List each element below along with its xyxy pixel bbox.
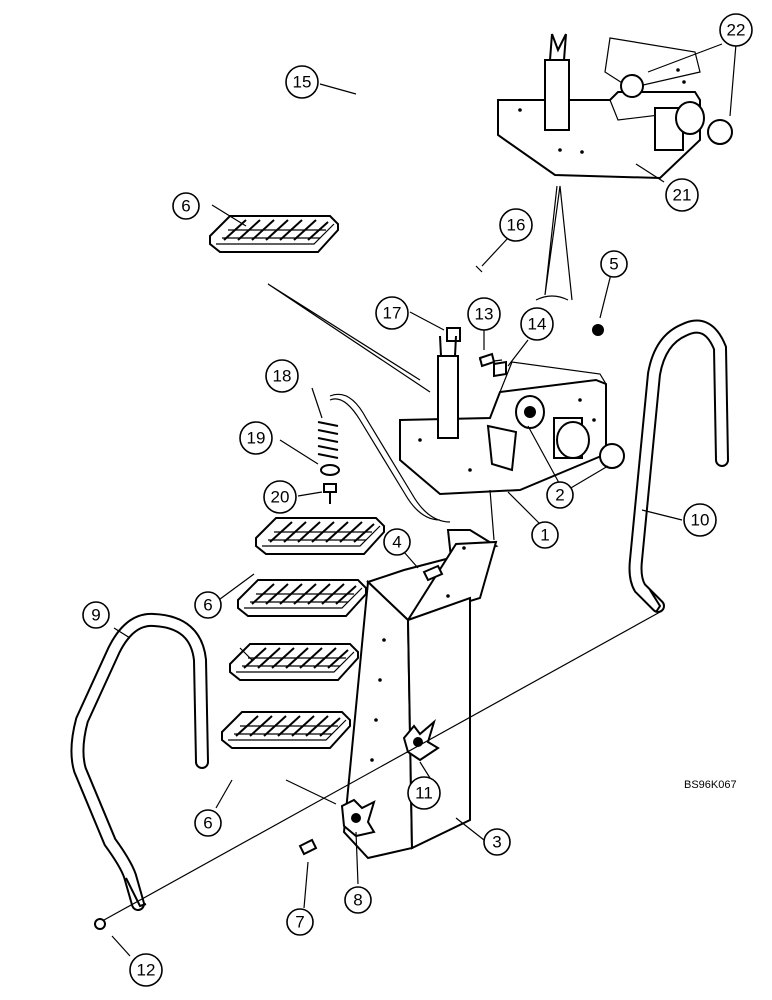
svg-text:4: 4 bbox=[392, 533, 401, 552]
callout-6-middle: 6 bbox=[194, 591, 222, 619]
svg-text:10: 10 bbox=[691, 511, 710, 530]
svg-text:6: 6 bbox=[203, 814, 212, 833]
main-bracket-part-1 bbox=[399, 335, 625, 496]
callout-22: 22 bbox=[719, 13, 753, 47]
callout-6-top: 6 bbox=[172, 192, 200, 220]
leader-lines bbox=[111, 43, 737, 957]
svg-text:5: 5 bbox=[609, 255, 618, 274]
svg-text:7: 7 bbox=[295, 913, 304, 932]
callout-12: 12 bbox=[129, 953, 163, 987]
callout-7: 7 bbox=[286, 908, 314, 936]
svg-text:13: 13 bbox=[475, 305, 494, 324]
svg-text:8: 8 bbox=[353, 891, 362, 910]
callout-10: 10 bbox=[683, 503, 717, 537]
svg-text:21: 21 bbox=[673, 186, 692, 205]
callout-9: 9 bbox=[82, 601, 110, 629]
callout-2-b: 2 bbox=[559, 494, 561, 496]
svg-text:19: 19 bbox=[247, 429, 266, 448]
tread-part-6-a bbox=[255, 517, 385, 555]
callout-15: 15 bbox=[285, 65, 319, 99]
callout-21: 21 bbox=[665, 178, 699, 212]
svg-text:16: 16 bbox=[507, 216, 526, 235]
callout-3: 3 bbox=[483, 828, 511, 856]
handrail-part-9 bbox=[70, 612, 209, 911]
svg-text:18: 18 bbox=[273, 367, 292, 386]
svg-text:11: 11 bbox=[415, 784, 433, 803]
callout-1: 1 bbox=[531, 521, 559, 549]
spring-washer-bolt bbox=[317, 421, 340, 504]
tread-part-6-d bbox=[221, 711, 351, 749]
callout-20: 20 bbox=[263, 480, 297, 514]
callouts: 1 2 2 3 4 5 6 6 6 7 8 9 10 11 12 13 14 1… bbox=[82, 13, 753, 987]
svg-text:6: 6 bbox=[203, 596, 212, 615]
callout-8: 8 bbox=[344, 886, 372, 914]
callout-17: 17 bbox=[375, 296, 409, 330]
svg-text:15: 15 bbox=[293, 73, 312, 92]
svg-text:9: 9 bbox=[91, 606, 100, 625]
tread-part-6-b bbox=[237, 579, 367, 617]
handrail-part-10 bbox=[628, 319, 729, 613]
svg-text:20: 20 bbox=[271, 488, 290, 507]
small-hardware bbox=[94, 324, 604, 930]
callout-16: 16 bbox=[499, 208, 533, 242]
tread-part-6-top bbox=[209, 215, 339, 253]
svg-text:1: 1 bbox=[540, 526, 549, 545]
callout-5: 5 bbox=[600, 250, 628, 278]
hydraulic-line bbox=[329, 393, 451, 523]
svg-text:22: 22 bbox=[727, 21, 746, 40]
callout-13: 13 bbox=[467, 297, 501, 331]
svg-text:12: 12 bbox=[137, 961, 156, 980]
callout-11: 11 bbox=[407, 776, 441, 810]
callout-6-bottom: 6 bbox=[194, 809, 222, 837]
bolt-part-4 bbox=[422, 564, 444, 582]
svg-text:6: 6 bbox=[181, 197, 190, 216]
callout-4: 4 bbox=[383, 528, 411, 556]
callout-14: 14 bbox=[520, 307, 554, 341]
svg-text:14: 14 bbox=[528, 315, 547, 334]
svg-text:17: 17 bbox=[383, 304, 402, 323]
upper-bracket-part-21 bbox=[497, 33, 733, 301]
callout-19: 19 bbox=[239, 421, 273, 455]
callout-18: 18 bbox=[265, 359, 299, 393]
handrail-part-15 bbox=[330, 58, 457, 323]
tread-part-6-c bbox=[229, 643, 359, 681]
figure-code: BS96K067 bbox=[684, 779, 737, 791]
svg-text:3: 3 bbox=[492, 833, 501, 852]
